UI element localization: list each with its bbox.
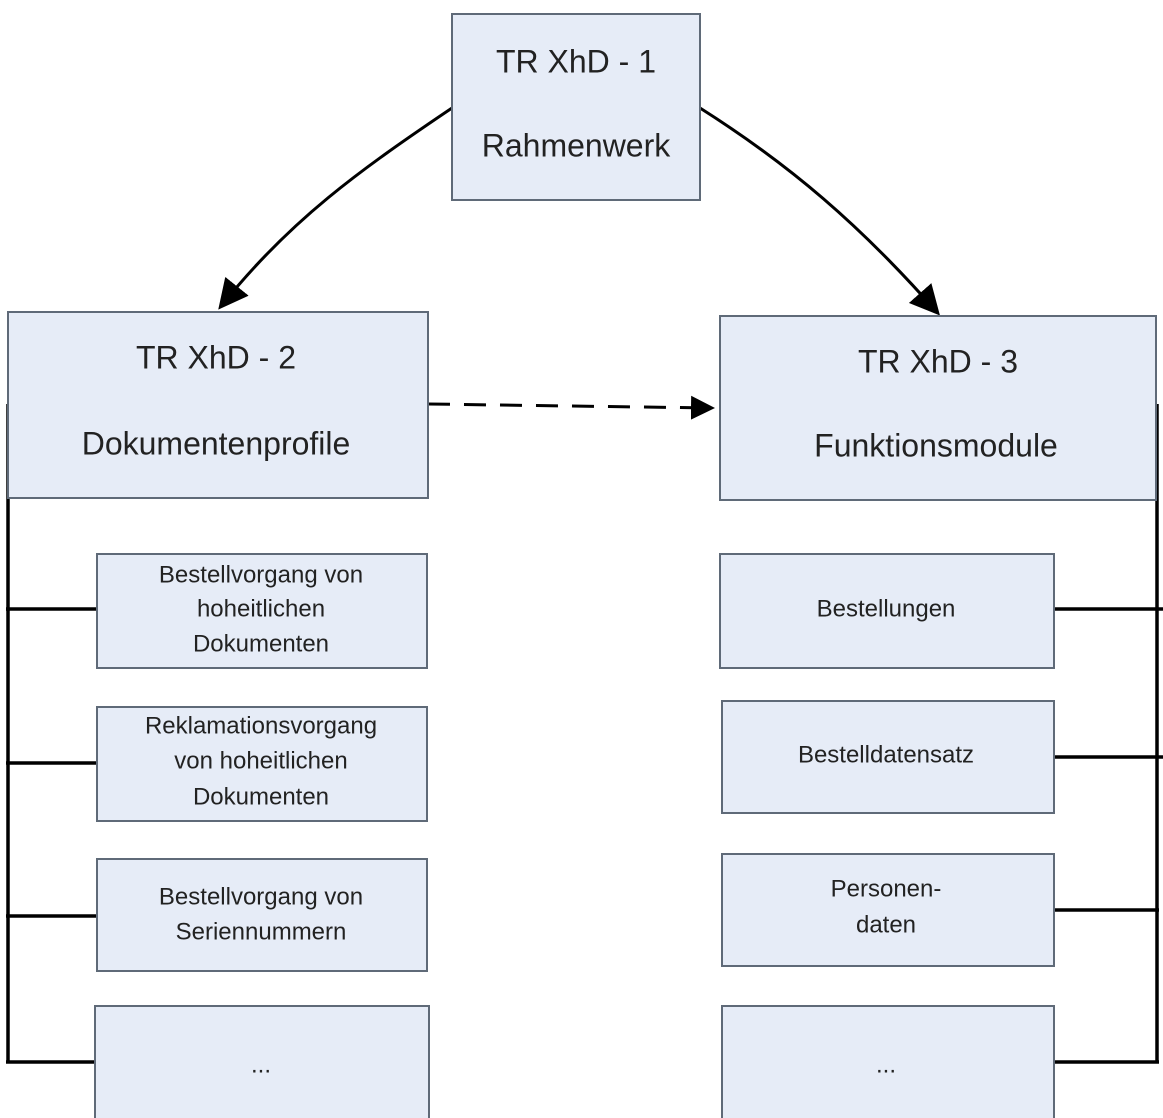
- arrow-framework-to-profiles: [218, 106, 453, 310]
- document-profile-item: Reklamationsvorgang von hoheitlichen Dok…: [96, 706, 428, 822]
- dashed-arrow-profiles-to-modules: [427, 395, 715, 420]
- document-profile-item: Bestellvorgang von hoheitlichen Dokument…: [96, 553, 428, 669]
- document-profile-item: Bestellvorgang von Seriennummern: [96, 858, 428, 972]
- document-profiles-id-label: TR XhD - 2: [136, 339, 296, 375]
- function-module-item: Bestellungen: [719, 553, 1055, 669]
- document-profile-item-line: Reklamationsvorgang: [145, 712, 377, 739]
- function-module-item: ...: [721, 1005, 1055, 1118]
- document-profile-item: ...: [94, 1005, 430, 1118]
- document-profiles-box: TR XhD - 2 Dokumentenprofile: [7, 311, 429, 499]
- function-module-item-line: Bestellungen: [817, 595, 956, 622]
- document-profiles-name: Dokumentenprofile: [82, 425, 351, 461]
- document-profile-item-line: Bestellvorgang von: [159, 561, 363, 588]
- function-module-item: Personen- daten: [721, 853, 1055, 967]
- document-profile-item-line: von hoheitlichen: [174, 747, 347, 774]
- function-module-item-line: daten: [856, 911, 916, 938]
- connectors: [6, 106, 1163, 1064]
- arrow-framework-to-modules: [699, 106, 940, 316]
- document-profile-item-line: Dokumenten: [193, 630, 329, 657]
- framework-name: Rahmenwerk: [482, 127, 672, 163]
- function-module-item-line: ...: [876, 1051, 896, 1078]
- document-profile-item-line: Bestellvorgang von: [159, 883, 363, 910]
- function-modules-name: Funktionsmodule: [814, 427, 1058, 463]
- document-profile-item-line: Seriennummern: [176, 918, 347, 945]
- function-module-item-line: Personen-: [831, 875, 942, 902]
- function-modules-id-label: TR XhD - 3: [858, 343, 1018, 379]
- document-profile-item-line: hoheitlichen: [197, 595, 325, 622]
- function-module-item: Bestelldatensatz: [721, 700, 1055, 814]
- framework-id-label: TR XhD - 1: [496, 43, 656, 79]
- function-modules-box: TR XhD - 3 Funktionsmodule: [719, 315, 1157, 501]
- framework-box: TR XhD - 1 Rahmenwerk: [451, 13, 701, 201]
- document-profile-item-line: ...: [251, 1051, 271, 1078]
- document-profile-item-line: Dokumenten: [193, 783, 329, 810]
- function-module-item-line: Bestelldatensatz: [798, 741, 974, 768]
